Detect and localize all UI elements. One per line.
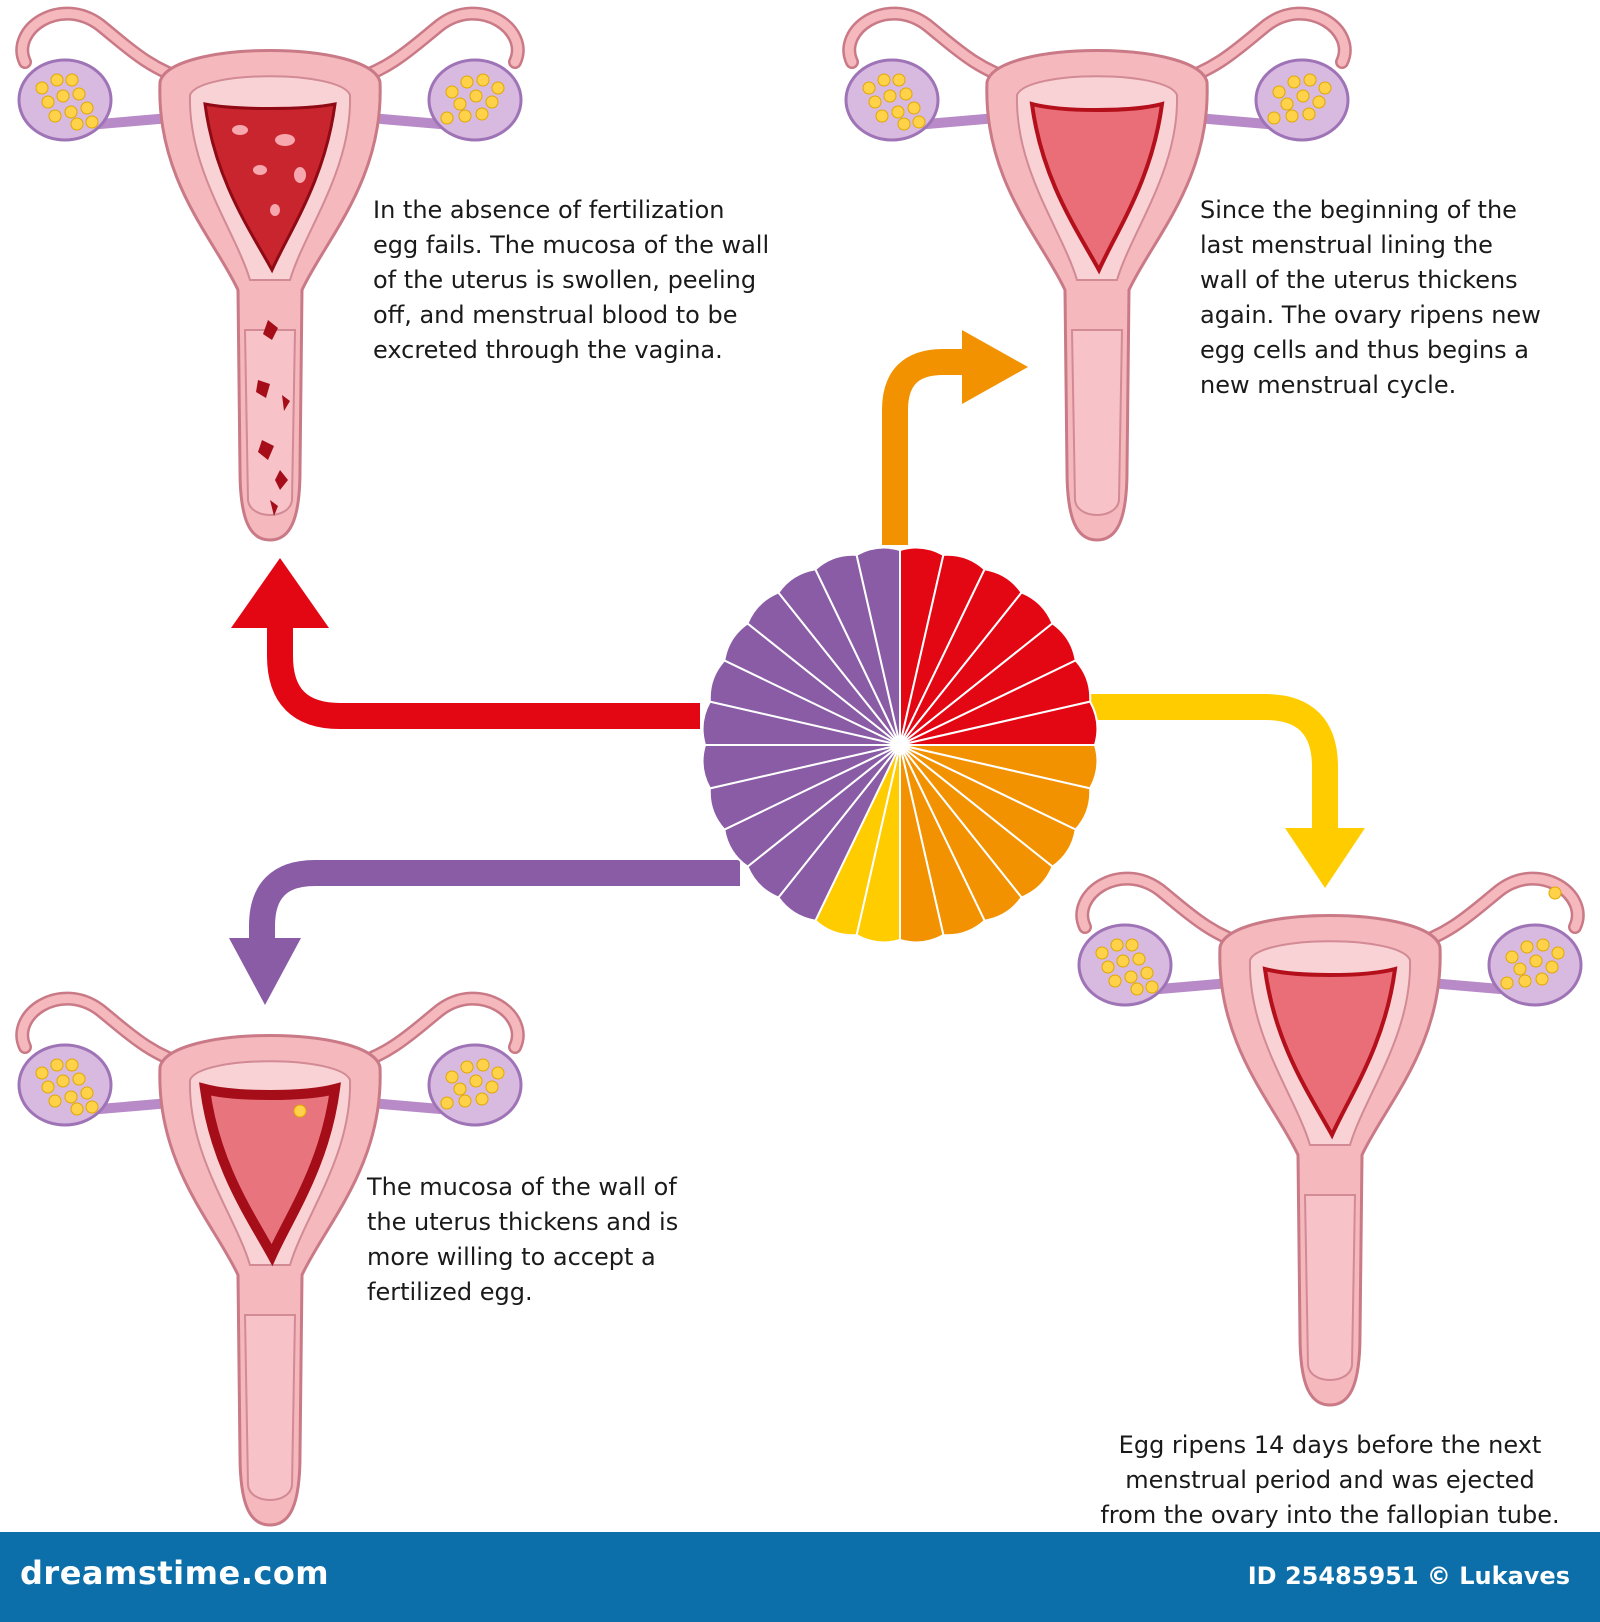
caption-thickened-mucosa: The mucosa of the wall of the uterus thi… — [367, 1173, 679, 1306]
caption-menstruation: In the absence of fertilization egg fail… — [373, 196, 770, 364]
caption-new-cycle: Since the beginning of the last menstrua… — [1200, 196, 1541, 399]
arrow-ovulation — [1090, 694, 1338, 835]
uterus-ovulation — [1079, 879, 1581, 1405]
arrow-menstruation-head — [231, 558, 329, 628]
arrow-secretory-head — [229, 938, 301, 1005]
footer-bar: dreamstime.com ID 25485951 © Lukaves — [0, 1532, 1600, 1622]
footer-brand: dreamstime.com — [20, 1554, 330, 1592]
caption-ovulation: Egg ripens 14 days before the next menst… — [1100, 1431, 1560, 1529]
arrow-ovulation-head — [1285, 828, 1365, 888]
footer-credit: ID 25485951 © Lukaves — [1247, 1562, 1570, 1590]
arrow-menstruation — [267, 612, 700, 729]
wheel-hub — [892, 737, 908, 753]
menstrual-cycle-diagram — [0, 0, 1600, 1530]
arrow-secretory — [249, 860, 740, 945]
wheel-segment-secretory — [855, 546, 901, 746]
arrow-proliferative-head — [962, 330, 1028, 404]
cycle-wheel — [701, 546, 1099, 944]
uterus-secretory — [19, 999, 521, 1525]
uterus-menstruation — [19, 14, 521, 540]
arrow-proliferative — [882, 349, 975, 545]
